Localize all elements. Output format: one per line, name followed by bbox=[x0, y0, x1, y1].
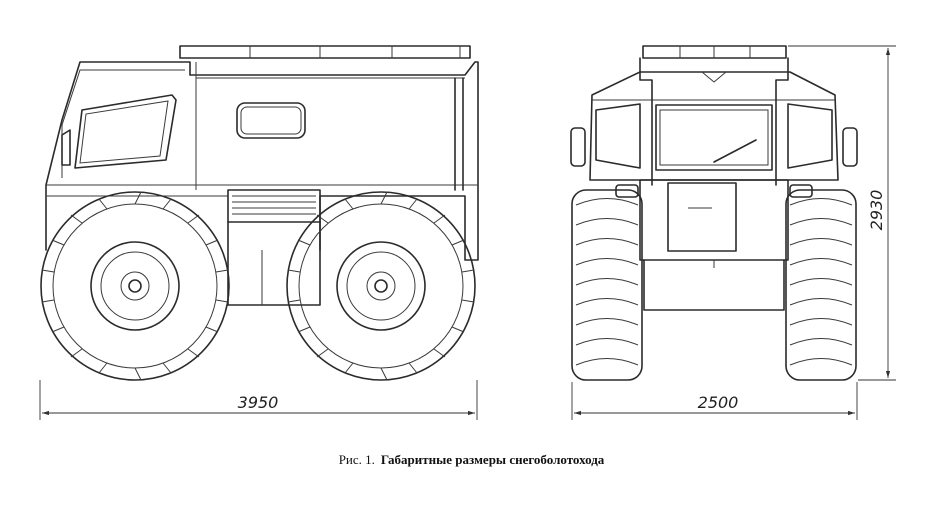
front-right-tyre bbox=[785, 189, 857, 381]
rear-side-window bbox=[236, 102, 306, 139]
length-dimension: 3950 bbox=[39, 380, 478, 420]
windshield bbox=[655, 104, 773, 171]
wiper bbox=[713, 139, 757, 163]
height-value: 2930 bbox=[867, 190, 886, 231]
front-lower-body bbox=[639, 179, 789, 261]
length-value: 3950 bbox=[238, 393, 279, 412]
front-cab bbox=[589, 71, 839, 181]
side-window bbox=[74, 94, 177, 169]
cab-body bbox=[45, 61, 479, 261]
left-mirror bbox=[570, 127, 586, 167]
figure-number: Рис. 1. bbox=[338, 452, 375, 467]
right-headlight bbox=[789, 184, 813, 198]
front-roof-rack bbox=[642, 45, 787, 59]
left-headlight bbox=[615, 184, 639, 198]
front-view: 2500 2930 bbox=[570, 45, 896, 420]
front-door-panel bbox=[667, 182, 737, 252]
right-side-window bbox=[787, 103, 833, 169]
rear-wheel bbox=[286, 191, 476, 381]
figure-caption: Рис. 1. Габаритные размеры снегоболотоход… bbox=[0, 452, 943, 468]
width-dimension: 2500 bbox=[571, 382, 858, 420]
side-vent-grille bbox=[227, 189, 321, 223]
front-logo-icon bbox=[701, 71, 727, 83]
figure-title: Габаритные размеры снегоболотохода bbox=[380, 452, 605, 467]
front-left-tyre bbox=[571, 189, 643, 381]
height-dimension: 2930 bbox=[788, 45, 896, 381]
right-mirror bbox=[842, 127, 858, 167]
roof-rack bbox=[179, 45, 471, 59]
front-wheel bbox=[40, 191, 230, 381]
left-side-window bbox=[595, 103, 641, 169]
width-value: 2500 bbox=[698, 393, 739, 412]
side-view: 3950 bbox=[39, 45, 479, 420]
